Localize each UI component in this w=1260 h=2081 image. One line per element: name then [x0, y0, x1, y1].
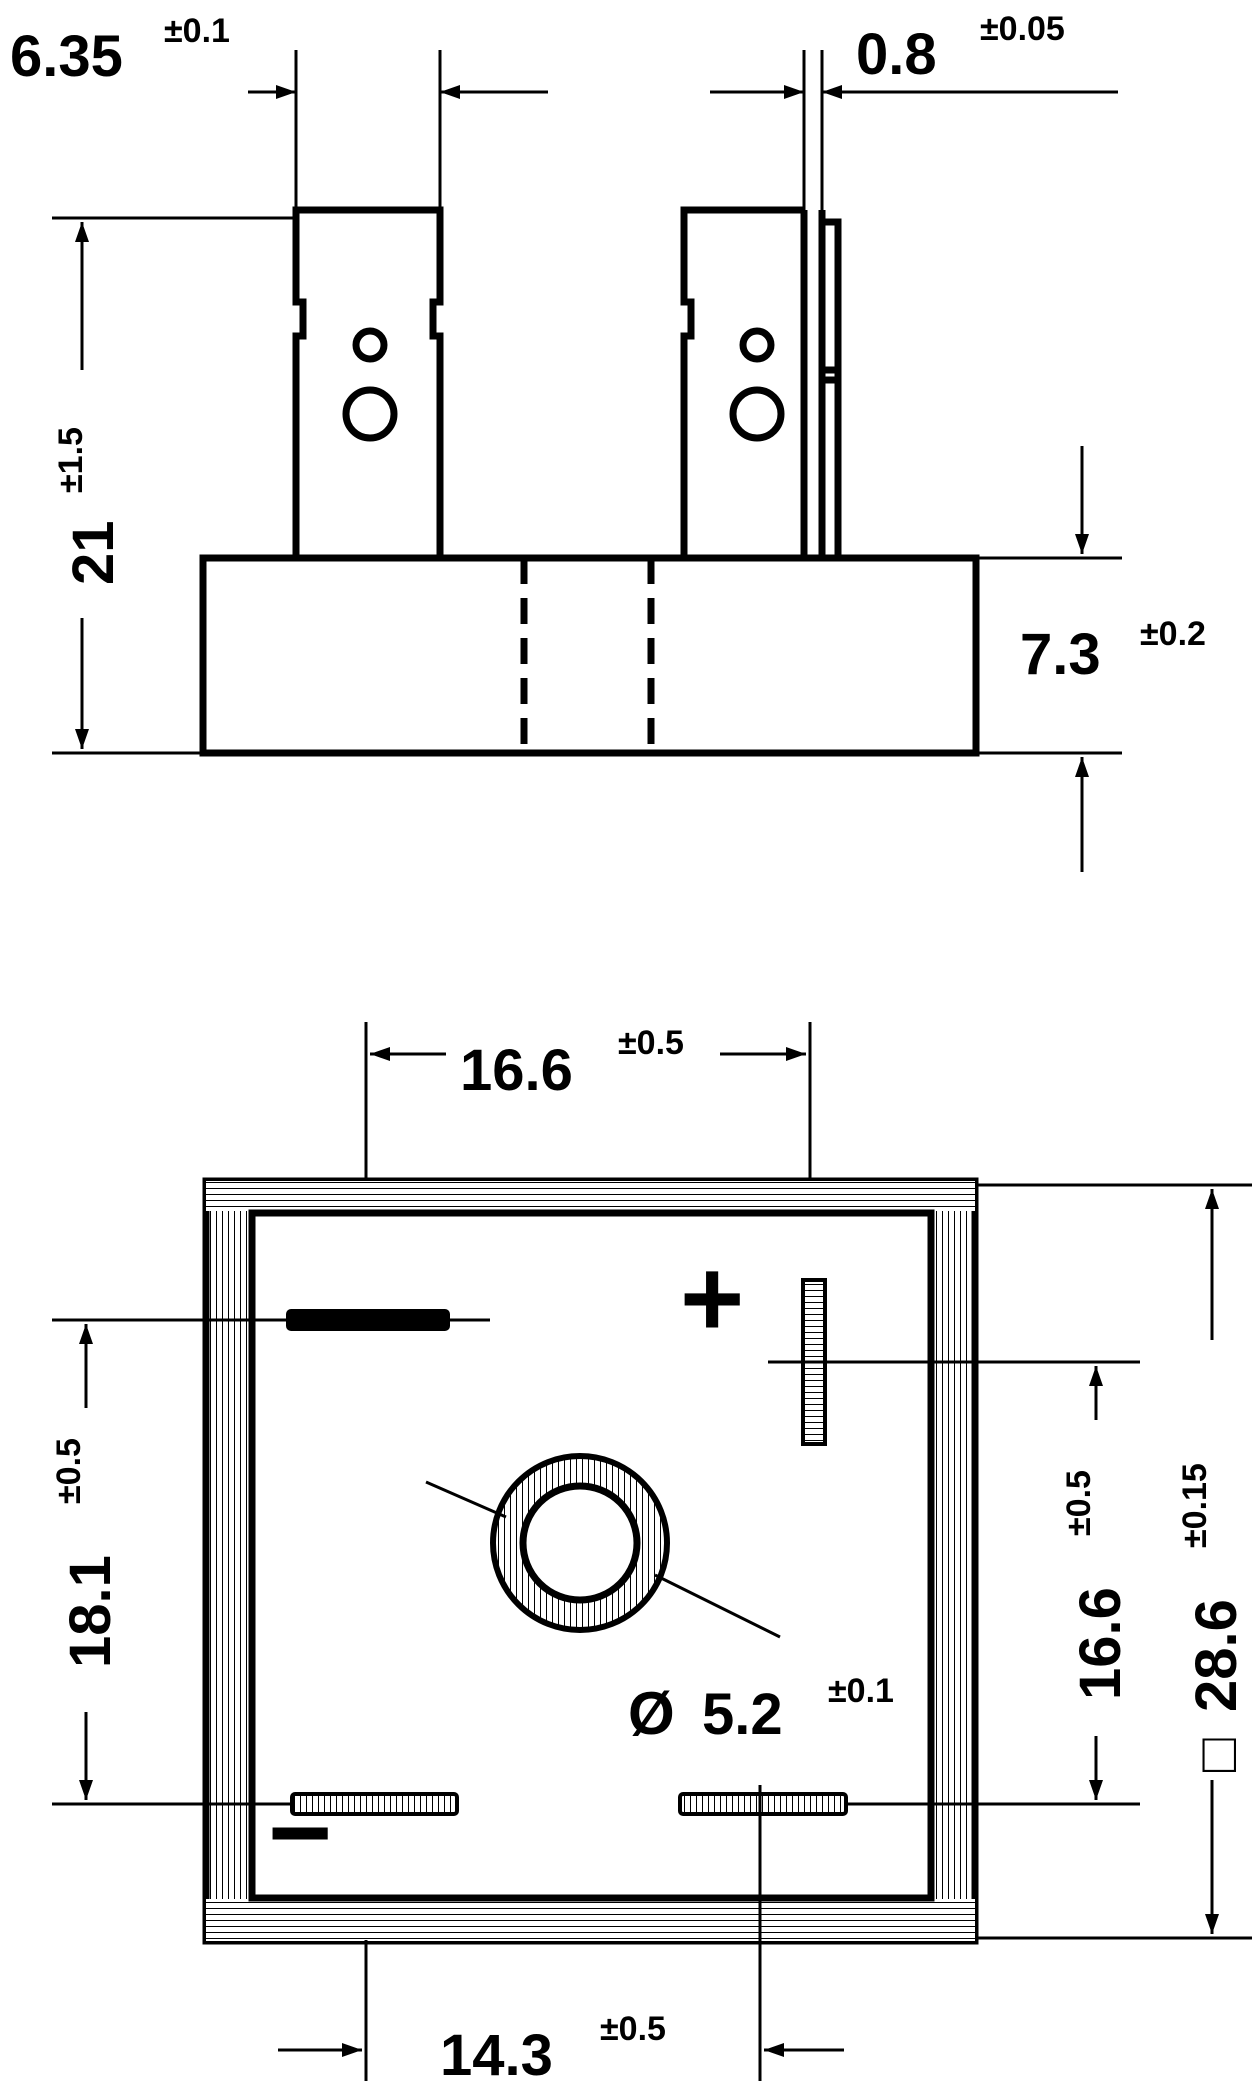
left-terminal-small-hole	[352, 327, 388, 363]
polarity-plus-mark: +	[680, 1237, 744, 1360]
terminal-top-left	[286, 1309, 450, 1331]
dim-body-size-square-symbol: □	[1185, 1738, 1248, 1772]
hole-diameter-value: 5.2	[702, 1682, 783, 1747]
hole-diameter-tolerance: ±0.1	[828, 1672, 894, 1710]
left-terminal	[292, 206, 444, 558]
dim-pin-spacing-top-tolerance: ±0.5	[618, 1024, 684, 1062]
right-terminal	[680, 206, 804, 558]
top-view: + − Ø 5.2 ±0.1 16.6 ±0.5 14.3 ±0.5 18.1 …	[50, 1022, 1252, 2081]
dim-pin-spacing-bottom-value: 14.3	[440, 2023, 553, 2081]
hole-diameter-leader-lower	[654, 1573, 781, 1639]
mounting-hole	[519, 1482, 641, 1604]
body-bottom-band	[206, 1899, 975, 1941]
dim-terminal-width-tolerance: ±0.1	[164, 12, 230, 50]
left-terminal-large-hole	[342, 386, 398, 442]
dim-pin-spacing-left-tolerance: ±0.5	[50, 1438, 88, 1504]
side-view: 6.35 ±0.1 0.8 ±0.05 21 ±1.5 7.3 ±0.2	[10, 10, 1206, 872]
dim-body-height-tolerance: ±0.2	[1140, 615, 1206, 653]
right-terminal-bend	[822, 218, 842, 558]
dim-pin-spacing-top-value: 16.6	[460, 1038, 573, 1103]
dim-pin-spacing-right-value: 16.6	[1068, 1587, 1133, 1700]
dim-terminal-thickness-value: 0.8	[856, 22, 937, 87]
dim-terminal-thickness-tolerance: ±0.05	[980, 10, 1065, 48]
body-top-band	[206, 1181, 975, 1211]
right-terminal-small-hole	[739, 327, 775, 363]
rectifier-body-side	[199, 554, 980, 757]
dim-body-size-tolerance: ±0.15	[1176, 1463, 1214, 1548]
dim-pin-spacing-bottom-tolerance: ±0.5	[600, 2010, 666, 2048]
polarity-minus-mark: −	[268, 1771, 332, 1894]
terminal-bottom-right	[678, 1792, 848, 1816]
right-terminal-large-hole	[729, 386, 785, 442]
dim-body-size-value: 28.6	[1184, 1599, 1249, 1712]
dim-body-height-value: 7.3	[1020, 622, 1101, 687]
dim-pin-spacing-left-value: 18.1	[58, 1555, 123, 1668]
hole-diameter-leader-upper	[425, 1480, 507, 1519]
dim-terminal-width-value: 6.35	[10, 24, 123, 89]
dim-overall-height-tolerance: ±1.5	[52, 427, 90, 493]
hole-diameter-symbol: Ø	[628, 1680, 675, 1747]
dim-pin-spacing-right-tolerance: ±0.5	[1060, 1470, 1098, 1536]
dim-overall-height-value: 21	[61, 520, 126, 585]
